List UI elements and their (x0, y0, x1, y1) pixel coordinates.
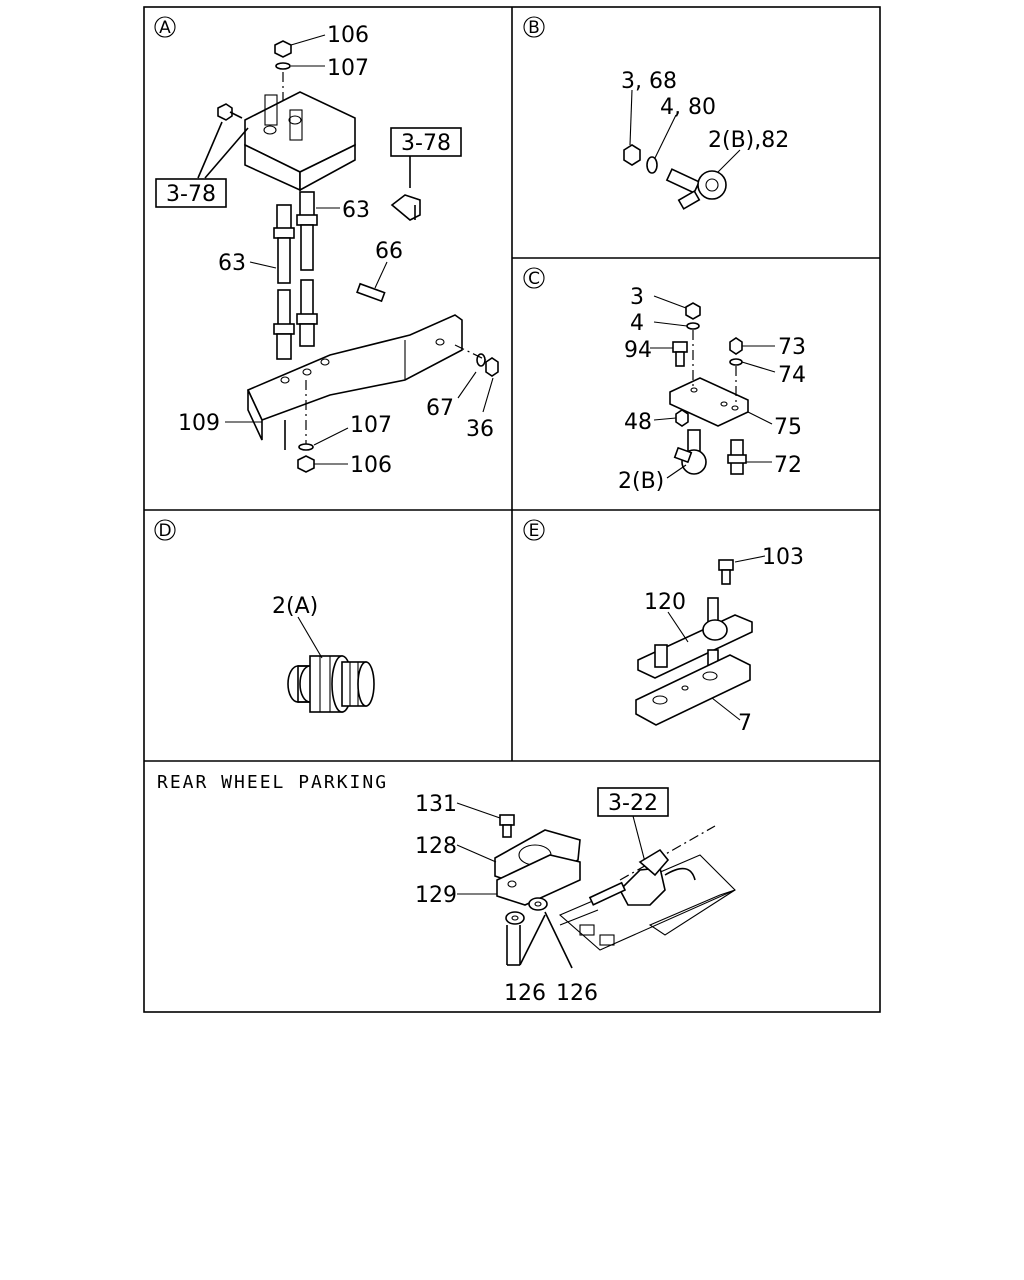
label-67: 67 (426, 396, 454, 421)
label-106-top: 106 (327, 23, 369, 48)
nut-36 (485, 357, 499, 377)
label-103: 103 (762, 545, 804, 570)
crossmember-109 (246, 314, 463, 450)
label-2a: 2(A) (272, 594, 318, 619)
parking-mechanism (558, 825, 736, 951)
stud-63-left (273, 204, 295, 360)
label-126-left: 126 (504, 981, 546, 1006)
ref-box-3-22: 3-22 (597, 787, 669, 817)
panel-c: C (523, 267, 806, 494)
svg-text:3-78: 3-78 (166, 182, 216, 207)
bracket-bolt (217, 103, 243, 121)
plate-129 (496, 854, 581, 906)
fitting-2a (287, 655, 375, 713)
label-48: 48 (624, 410, 652, 435)
label-107-bottom: 107 (350, 413, 392, 438)
label-107-top: 107 (327, 56, 369, 81)
label-131: 131 (415, 792, 457, 817)
label-126-right: 126 (556, 981, 598, 1006)
label-3: 3 (630, 285, 644, 310)
bolt-103 (718, 559, 734, 585)
label-109: 109 (178, 411, 220, 436)
label-66: 66 (375, 239, 403, 264)
label-120: 120 (644, 590, 686, 615)
banjo-fitting-2b (665, 168, 727, 210)
svg-text:3-22: 3-22 (608, 791, 658, 816)
ref-box-3-78-left: 3-78 (155, 178, 227, 208)
label-4: 4 (630, 311, 644, 336)
plate-7 (635, 654, 751, 726)
nut-48 (675, 409, 689, 427)
bolt-131 (499, 814, 515, 838)
clip-part (390, 194, 421, 221)
svg-text:3-78: 3-78 (401, 131, 451, 156)
washer-126-b (528, 897, 548, 911)
label-73: 73 (778, 335, 806, 360)
fitting-2b (673, 429, 707, 475)
svg-text:A: A (159, 18, 171, 38)
label-129: 129 (415, 883, 457, 908)
label-36: 36 (466, 417, 494, 442)
stud-63-right (296, 191, 318, 347)
label-2b: 2(B) (618, 469, 664, 494)
ref-box-3-78-right: 3-78 (390, 127, 462, 188)
svg-text:B: B (528, 18, 540, 38)
panel-e-marker: E (523, 519, 545, 541)
nut-3 (685, 302, 701, 330)
panel-d-marker: D (154, 519, 176, 541)
stud-66 (356, 282, 386, 303)
nut-73 (729, 337, 743, 366)
svg-text:E: E (529, 521, 540, 541)
label-2b-82: 2(B),82 (708, 128, 789, 153)
label-4-80: 4, 80 (660, 95, 716, 120)
label-128: 128 (415, 834, 457, 859)
connector-72 (727, 439, 747, 475)
label-72: 72 (774, 453, 802, 478)
panel-a-marker: A (154, 16, 176, 38)
panel-rear-wheel-parking: REAR WHEEL PARKING 3-22 (157, 772, 736, 1006)
panel-b-marker: B (523, 16, 545, 38)
bottom-nut-106 (297, 380, 315, 473)
bracket-120 (637, 597, 753, 679)
bolt-94 (672, 341, 688, 367)
svg-text:D: D (158, 521, 171, 541)
svg-text:C: C (528, 269, 540, 289)
label-106-bottom: 106 (350, 453, 392, 478)
label-94: 94 (624, 338, 652, 363)
nut-3-68 (623, 144, 641, 166)
washer-126-a (505, 911, 525, 925)
washer-4-80 (646, 156, 658, 174)
diagram-frame (143, 6, 881, 1013)
panel-c-marker: C (523, 267, 545, 289)
label-7: 7 (738, 711, 752, 736)
label-75: 75 (774, 415, 802, 440)
panel-b: B 3, 68 4, 80 2(B),82 (523, 16, 789, 210)
panel-e: E 103 120 7 (523, 519, 804, 736)
label-3-68: 3, 68 (621, 69, 677, 94)
upper-bracket (244, 91, 356, 192)
label-74: 74 (778, 363, 806, 388)
panel-d: D 2(A) (154, 519, 375, 713)
panel-a: A 3-78 (154, 16, 499, 478)
panel-title: REAR WHEEL PARKING (157, 772, 388, 793)
label-63-left: 63 (218, 251, 246, 276)
label-63-right: 63 (342, 198, 370, 223)
